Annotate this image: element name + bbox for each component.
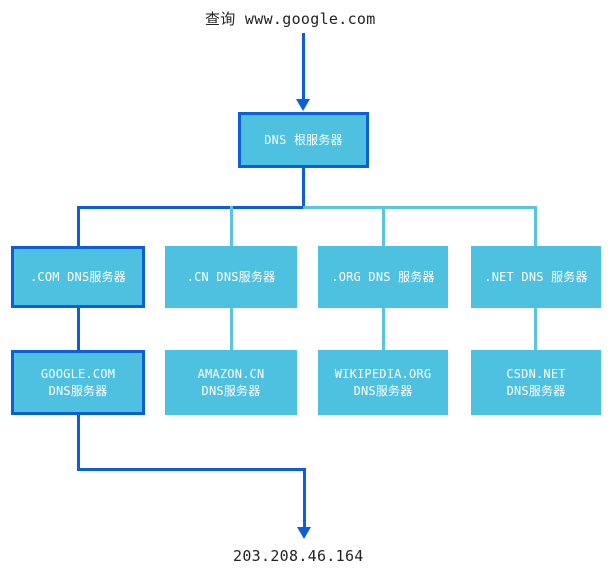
edge-bus-drop-net	[534, 206, 537, 248]
node-auth-csdn-net[interactable]: CSDN.NET DNS服务器	[471, 350, 601, 415]
node-auth-google-com-label: GOOGLE.COM DNS服务器	[40, 366, 116, 398]
node-tld-net[interactable]: .NET DNS 服务器	[471, 246, 601, 308]
node-auth-csdn-net-label: CSDN.NET DNS服务器	[506, 366, 566, 398]
node-dns-root-label: DNS 根服务器	[264, 132, 343, 147]
node-dns-root[interactable]: DNS 根服务器	[238, 112, 369, 168]
edge-bus-right-light	[303, 206, 537, 209]
edge-answer-down-final	[303, 468, 306, 529]
edge-com-to-google	[77, 308, 80, 352]
edge-answer-down	[77, 415, 80, 471]
node-auth-amazon-cn-label: AMAZON.CN DNS服务器	[197, 366, 265, 398]
node-auth-wikipedia-org[interactable]: WIKIPEDIA.ORG DNS服务器	[318, 350, 448, 415]
node-tld-com[interactable]: .COM DNS服务器	[11, 246, 145, 308]
query-caption: 查询 www.google.com	[205, 10, 376, 28]
node-tld-org[interactable]: .ORG DNS 服务器	[318, 246, 448, 308]
result-ip-caption: 203.208.46.164	[233, 547, 364, 565]
node-auth-google-com[interactable]: GOOGLE.COM DNS服务器	[11, 350, 145, 415]
query-arrow-head	[296, 99, 310, 111]
node-tld-net-label: .NET DNS 服务器	[484, 269, 588, 284]
node-auth-amazon-cn[interactable]: AMAZON.CN DNS服务器	[165, 350, 297, 415]
edge-cn-to-amazon	[230, 308, 233, 352]
query-arrow-shaft	[302, 33, 305, 101]
edge-net-to-csdn	[534, 308, 537, 352]
node-tld-cn-label: .CN DNS服务器	[186, 269, 276, 284]
edge-org-to-wikipedia	[382, 308, 385, 352]
edge-bus-drop-cn	[230, 206, 233, 248]
node-tld-org-label: .ORG DNS 服务器	[331, 269, 435, 284]
edge-bus-drop-com	[77, 206, 80, 248]
answer-arrow-head	[297, 527, 311, 539]
edge-answer-across	[77, 468, 306, 471]
edge-root-to-bus	[302, 168, 305, 208]
edge-bus-left-dark	[77, 206, 305, 209]
edge-bus-drop-org	[382, 206, 385, 248]
node-auth-wikipedia-org-label: WIKIPEDIA.ORG DNS服务器	[334, 366, 432, 398]
node-tld-com-label: .COM DNS服务器	[30, 269, 126, 284]
node-tld-cn[interactable]: .CN DNS服务器	[165, 246, 297, 308]
